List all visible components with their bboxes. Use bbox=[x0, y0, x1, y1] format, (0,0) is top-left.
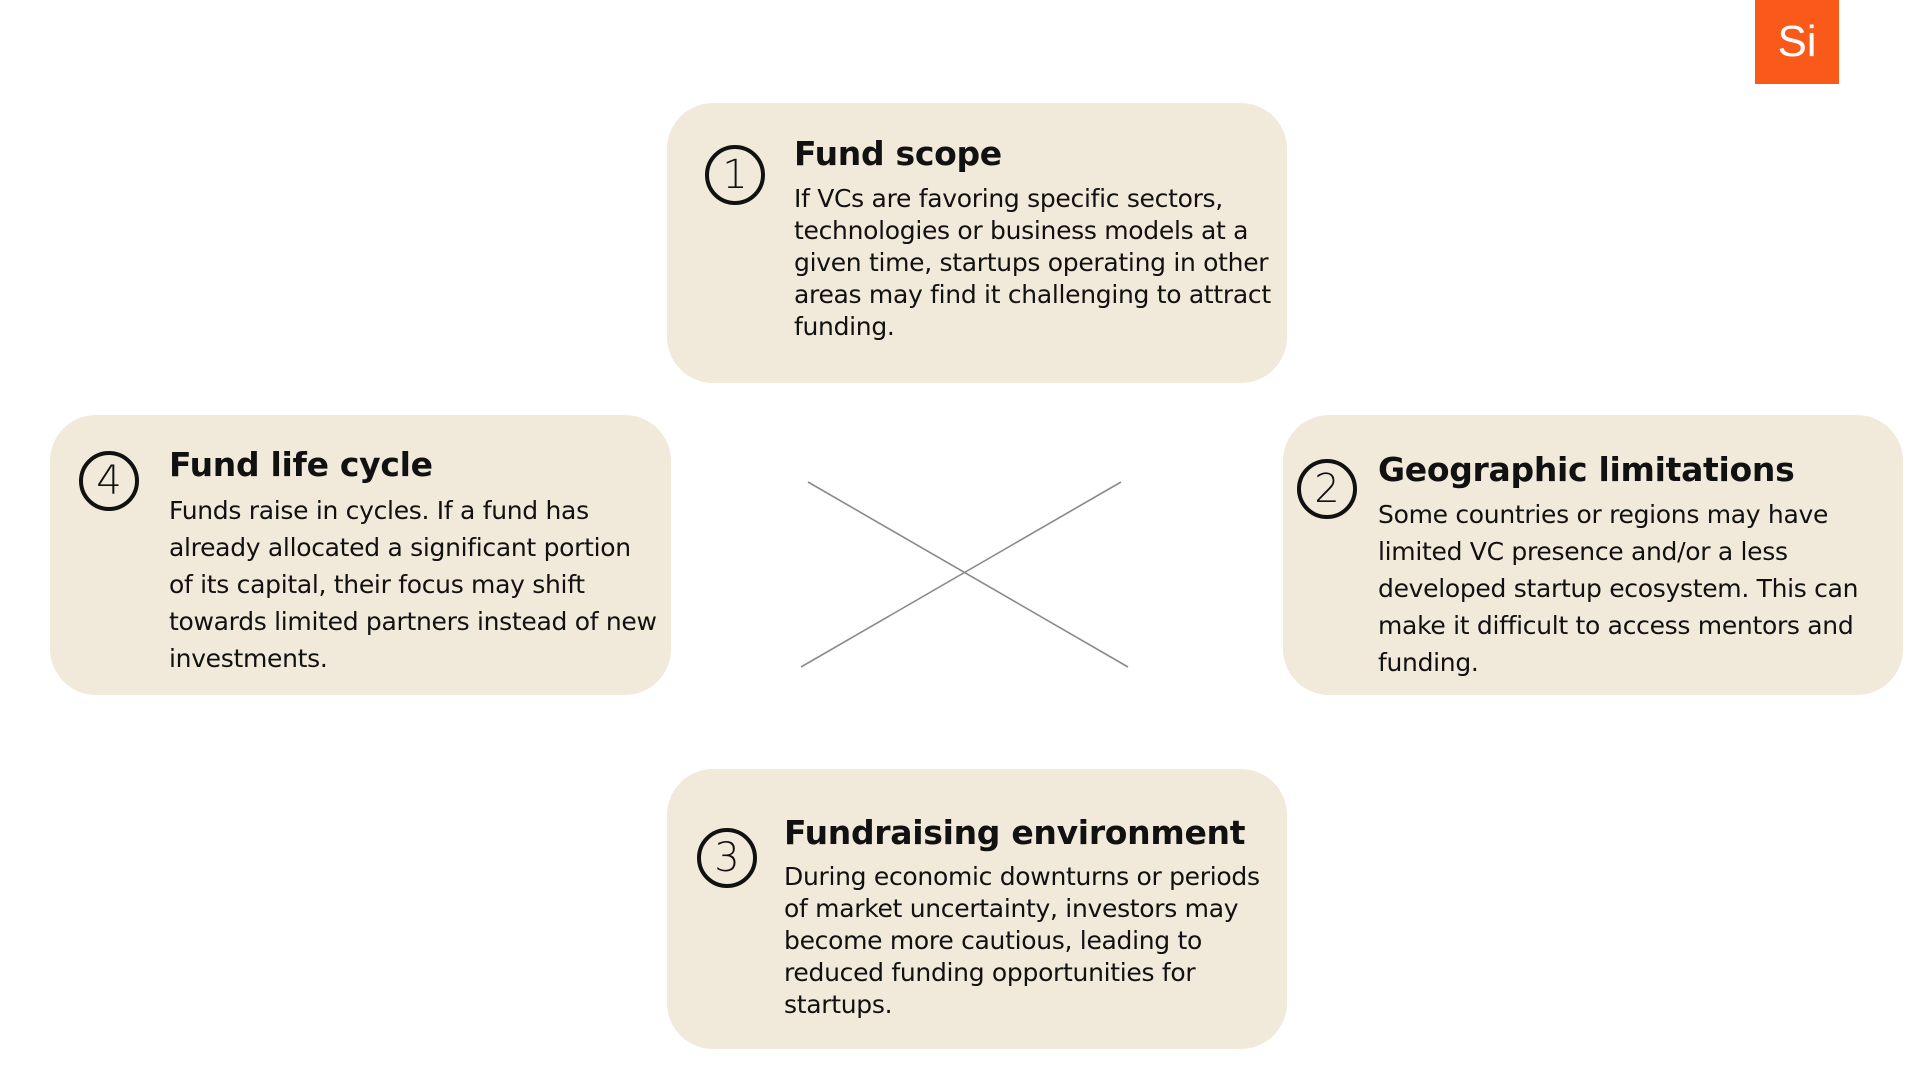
number-3-icon: 3 bbox=[697, 828, 757, 888]
card-fund-scope: 1 Fund scope If VCs are favoring specifi… bbox=[667, 103, 1287, 383]
card-title: Geographic limitations bbox=[1378, 450, 1795, 489]
card-title: Fund life cycle bbox=[169, 445, 433, 484]
si-logo: Si bbox=[1755, 0, 1839, 84]
connector-line-1 bbox=[807, 481, 1129, 668]
card-text: Funds raise in cycles. If a fund has alr… bbox=[169, 496, 657, 673]
card-title: Fundraising environment bbox=[784, 813, 1246, 852]
card-text: If VCs are favoring specific sectors, te… bbox=[794, 184, 1271, 341]
card-fundraising-environment: 3 Fundraising environment During economi… bbox=[667, 769, 1287, 1049]
card-title: Fund scope bbox=[794, 134, 1002, 173]
card-text: During economic downturns or periods of … bbox=[784, 862, 1260, 1019]
card-fund-life-cycle: 4 Fund life cycle Funds raise in cycles.… bbox=[50, 415, 671, 695]
number-2-icon: 2 bbox=[1297, 459, 1357, 519]
card-geographic-limitations: 2 Geographic limitations Some countries … bbox=[1283, 415, 1903, 695]
card-text: Some countries or regions may have limit… bbox=[1378, 500, 1859, 677]
number-4-icon: 4 bbox=[79, 451, 139, 511]
connector-line-2 bbox=[800, 481, 1122, 668]
number-1-icon: 1 bbox=[705, 145, 765, 205]
